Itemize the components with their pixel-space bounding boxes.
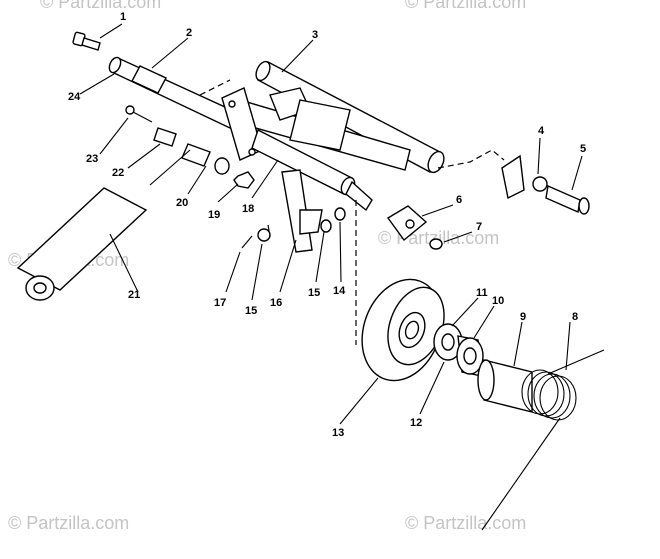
bolt-1 <box>72 31 101 51</box>
callout-2: 2 <box>186 27 192 39</box>
callout-3: 3 <box>312 29 318 41</box>
long-shaft <box>108 56 239 129</box>
washer-15b <box>320 219 332 233</box>
dashed-guide <box>199 79 231 96</box>
upper-frame <box>239 60 445 174</box>
callout-11: 11 <box>476 287 488 299</box>
callout-19: 19 <box>208 209 220 221</box>
callout-21: 21 <box>128 289 140 301</box>
pulley-13 <box>361 278 445 382</box>
callout-20: 20 <box>176 197 188 209</box>
callout-15b: 15 <box>245 305 257 317</box>
watermark: © Partzilla.com <box>8 513 130 533</box>
shock-absorber-21 <box>16 149 191 301</box>
torsion-spring-8 <box>481 349 605 531</box>
nut-14 <box>334 207 346 221</box>
watermark: © Partzilla.com <box>40 0 162 12</box>
dashed-guide <box>437 149 505 169</box>
callout-14: 14 <box>333 285 346 297</box>
lower-shaft <box>251 129 373 212</box>
right-bracket <box>501 154 590 215</box>
callout-13: 13 <box>332 427 344 439</box>
callout-4: 4 <box>538 125 545 137</box>
bushings <box>153 127 230 175</box>
watermark: © Partzilla.com <box>405 0 527 12</box>
watermark: © Partzilla.com <box>405 513 527 533</box>
spring-sleeve-9 <box>477 359 533 413</box>
callout-12: 12 <box>410 417 422 429</box>
bolt-23 <box>125 105 153 123</box>
callout-10: 10 <box>492 295 504 307</box>
callout-22: 22 <box>112 167 124 179</box>
callout-9: 9 <box>520 311 526 323</box>
nut-19 <box>233 171 255 189</box>
callout-15: 15 <box>308 287 320 299</box>
bushing-10 <box>456 335 484 377</box>
nut-7 <box>429 238 443 250</box>
callout-5: 5 <box>580 143 586 155</box>
arm-16 <box>281 169 323 253</box>
leader-lines <box>79 23 583 425</box>
callout-6: 6 <box>456 194 462 206</box>
clip-6 <box>386 205 428 242</box>
callout-1: 1 <box>120 11 126 23</box>
callout-7: 7 <box>476 221 482 233</box>
callout-8: 8 <box>572 311 578 323</box>
callout-17: 17 <box>214 297 226 309</box>
callout-16: 16 <box>270 297 282 309</box>
callout-18: 18 <box>242 203 254 215</box>
washer-15 <box>257 228 271 242</box>
callout-24: 24 <box>68 91 81 103</box>
callout-labels: 1 2 3 4 5 6 7 8 9 10 11 12 13 14 15 15 1… <box>68 11 586 439</box>
callout-23: 23 <box>86 153 98 165</box>
bolt-17 <box>241 235 253 249</box>
spacer-11 <box>433 323 463 361</box>
dashed-guide <box>267 224 271 237</box>
